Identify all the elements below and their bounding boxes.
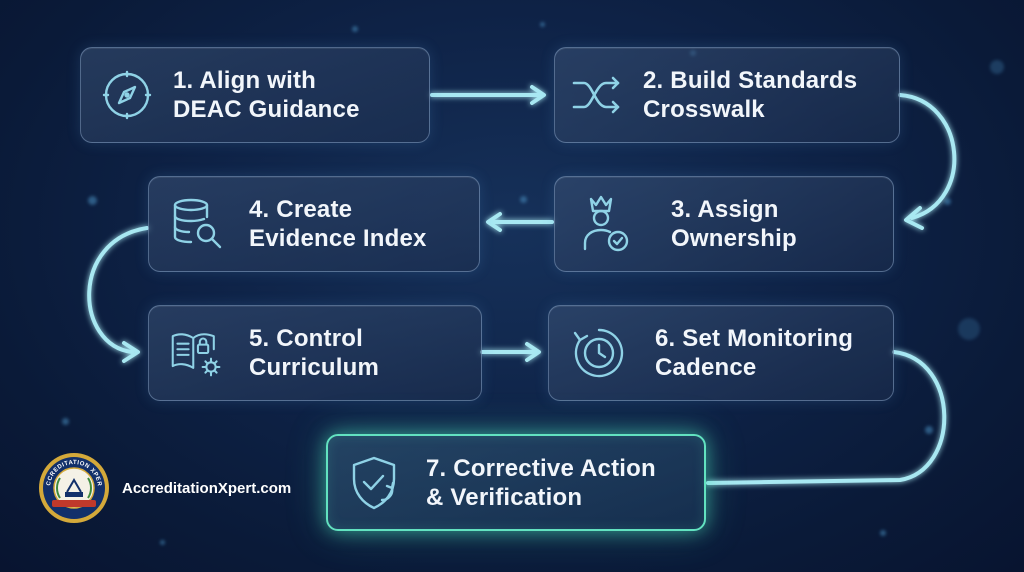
step-4-card: 4. Create Evidence Index (148, 176, 480, 272)
step-2-card: 2. Build Standards Crosswalk (554, 47, 900, 143)
connector-4-5 (87, 226, 149, 354)
database-search-icon (169, 196, 225, 252)
book-lock-gear-icon (169, 325, 225, 381)
step-5-card: 5. Control Curriculum (148, 305, 482, 401)
background-particle (944, 198, 951, 205)
arrowhead-2-3 (904, 206, 924, 230)
step-6-card: 6. Set Monitoring Cadence (548, 305, 894, 401)
brand-logo: ACCREDITATION XPERT (38, 452, 109, 523)
background-particle (925, 426, 933, 434)
brand-website[interactable]: AccreditationXpert.com (122, 479, 292, 497)
step-7-card: 7. Corrective Action & Verification (326, 434, 706, 531)
clock-cycle-icon (571, 325, 627, 381)
background-particle (990, 60, 1004, 74)
step-7-label: 7. Corrective Action & Verification (426, 454, 656, 511)
background-particle (540, 22, 545, 27)
background-particle (352, 26, 358, 32)
background-particle (160, 540, 165, 545)
step-5-label: 5. Control Curriculum (249, 325, 380, 381)
arrowhead-4-5 (122, 341, 140, 363)
background-particle (62, 418, 69, 425)
step-3-card: 3. Assign Ownership (554, 176, 894, 272)
crowned-user-check-icon (577, 195, 633, 252)
step-4-label: 4. Create Evidence Index (249, 196, 427, 252)
background-particle (958, 318, 980, 340)
background-particle (520, 196, 527, 203)
background-particle (88, 196, 97, 205)
shuffle-arrows-icon (569, 67, 625, 123)
step-1-label: 1. Align with DEAC Guidance (173, 67, 360, 123)
step-6-label: 6. Set Monitoring Cadence (655, 325, 854, 381)
shield-check-refresh-icon (346, 455, 402, 511)
arrowhead-1-2 (530, 85, 546, 105)
connector-2-3 (898, 93, 957, 220)
arrowhead-3-4 (486, 212, 502, 232)
arrowhead-5-6 (525, 342, 541, 362)
compass-icon (99, 67, 155, 123)
step-3-label: 3. Assign Ownership (671, 196, 797, 252)
brand: ACCREDITATION XPERT AccreditationXpert.c… (38, 452, 291, 524)
connector-6-7 (706, 350, 947, 485)
background-particle (880, 530, 886, 536)
step-1-card: 1. Align with DEAC Guidance (80, 47, 430, 143)
step-2-label: 2. Build Standards Crosswalk (643, 67, 858, 123)
